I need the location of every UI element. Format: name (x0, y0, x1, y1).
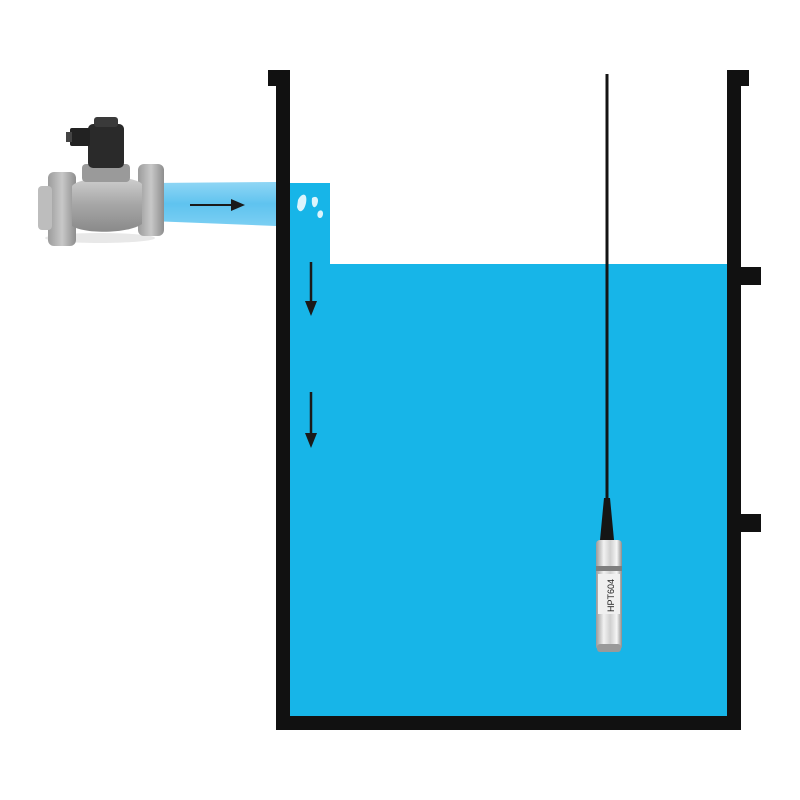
tank-bottom (276, 716, 741, 730)
tank-left-wall (276, 70, 290, 730)
valve-inlet-face (38, 186, 52, 230)
valve-coil (88, 124, 124, 168)
tank-right-wall (727, 70, 741, 730)
flow-arrows (190, 199, 317, 448)
tank (268, 70, 761, 730)
tank-left-lip (268, 70, 290, 86)
valve-connector (70, 128, 90, 146)
tank-water (290, 264, 727, 716)
sensor-label-band (598, 574, 620, 614)
outlet-stub-low (741, 514, 761, 532)
inflow-fall (290, 183, 330, 273)
outlet-stub-high (741, 267, 761, 285)
sensor-tip (597, 644, 621, 652)
level-sensor: HPT604 (596, 74, 622, 652)
sensor-marking: HPT604 (606, 579, 616, 612)
valve-connector-pin (66, 132, 72, 142)
arrow-inflow-right (190, 199, 245, 211)
valve-inlet-flange (48, 172, 76, 246)
valve-coil-cap (94, 117, 118, 127)
sensor-strain-relief (600, 498, 614, 540)
valve-outlet-flange (138, 164, 164, 236)
valve-bonnet (82, 164, 130, 182)
valve-body (72, 177, 142, 232)
tank-right-lip (727, 70, 749, 86)
inflow-splash (297, 194, 324, 219)
arrow-fill-down-2 (305, 392, 317, 448)
arrow-fill-down-1 (305, 262, 317, 316)
sensor-collar (596, 566, 622, 571)
solenoid-valve-icon (38, 117, 164, 246)
